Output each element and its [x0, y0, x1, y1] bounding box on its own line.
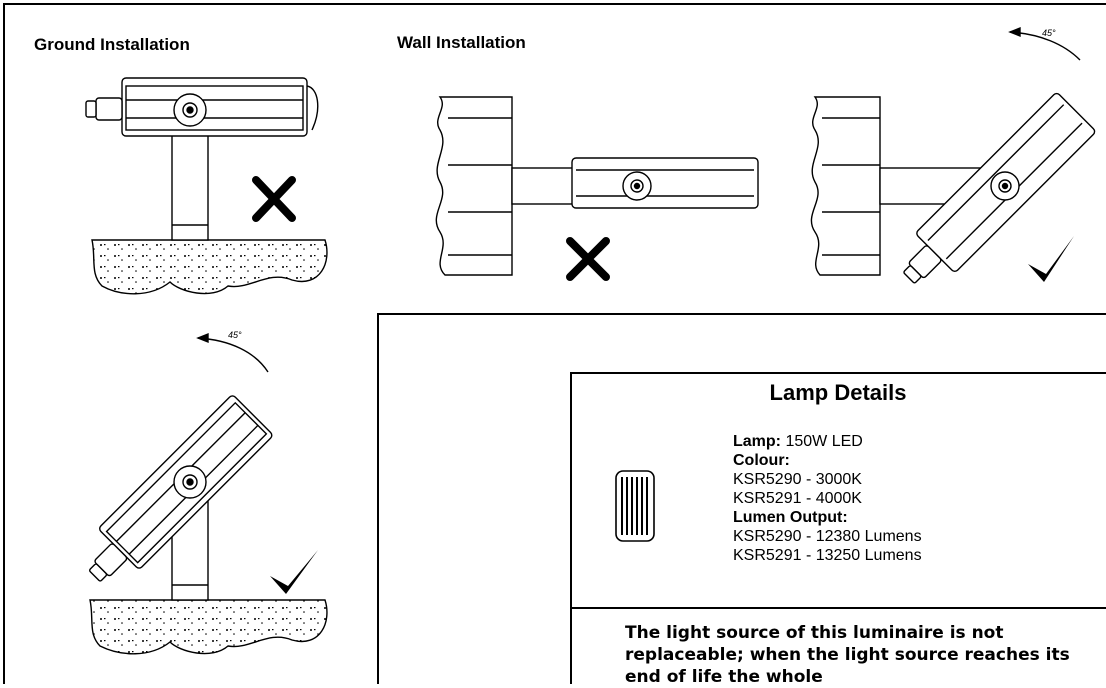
cross-icon: [252, 176, 296, 222]
lumen-line: KSR5290 - 12380 Lumens: [733, 528, 922, 545]
angle-label-ground: 45°: [228, 330, 242, 340]
lamp-details-box: [570, 372, 1106, 684]
lamp-label: Lamp:: [733, 433, 781, 450]
colour-label: Colour:: [733, 452, 790, 469]
angle-label-wall: 45°: [1042, 28, 1056, 38]
lamp-divider: [570, 607, 1106, 609]
page-frame: [3, 3, 1106, 684]
check-icon: [1028, 236, 1074, 282]
wall-tilted-fixture: [810, 26, 1096, 284]
colour-line: KSR5290 - 3000K: [733, 471, 862, 488]
ground-tilted-fixture: [89, 332, 328, 655]
check-icon: [270, 550, 318, 594]
info-panel: [377, 313, 1106, 684]
ground-installation-heading: Ground Installation: [34, 35, 190, 54]
light-source-notice: The light source of this luminaire is no…: [625, 623, 1070, 687]
lamp-details-text: Lamp: 150W LED Colour: KSR5290 - 3000K K…: [733, 432, 922, 565]
lamp-value: 150W LED: [785, 433, 863, 450]
cross-icon: [566, 237, 610, 281]
colour-line: KSR5291 - 4000K: [733, 490, 862, 507]
lumen-label: Lumen Output:: [733, 509, 848, 526]
lamp-row: Lamp: 150W LED: [733, 432, 922, 451]
lumen-line: KSR5291 - 13250 Lumens: [733, 547, 922, 564]
ground-upright-fixture: [85, 77, 328, 295]
led-chip-icon: [615, 470, 655, 542]
lamp-details-title: Lamp Details: [769, 380, 907, 405]
wall-horizontal-fixture: [435, 96, 759, 276]
wall-installation-heading: Wall Installation: [397, 33, 526, 52]
